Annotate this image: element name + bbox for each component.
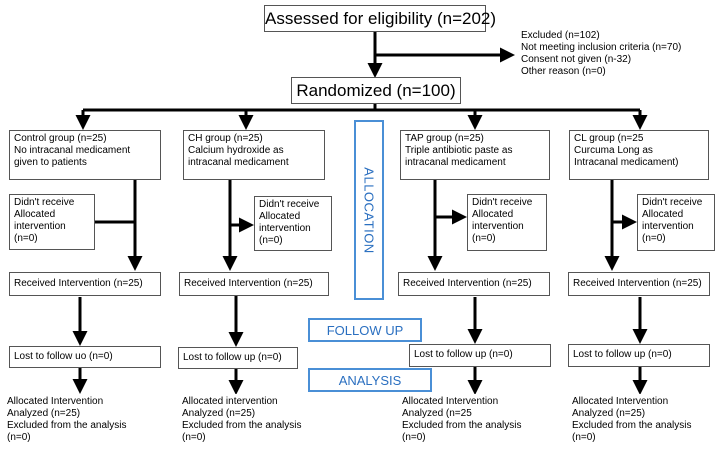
control-didnt-receive-box: Didn't receive Allocated intervention (n… (9, 194, 95, 250)
tap-analysis-box: Allocated Intervention Analyzed (n=25 Ex… (398, 394, 553, 449)
analysis-phase-label: ANALYSIS (308, 368, 432, 392)
control-analysis-box: Allocated Intervention Analyzed (n=25) E… (3, 394, 155, 449)
control-group-box: Control group (n=25) No intracanal medic… (9, 130, 161, 180)
ch-didnt-receive-box: Didn't receive Allocated intervention (n… (254, 196, 332, 251)
control-lost-box: Lost to follow uo (n=0) (9, 346, 161, 368)
cl-didnt-receive-box: Didn't receive Allocated intervention (n… (637, 194, 715, 251)
tap-group-box: TAP group (n=25) Triple antibiotic paste… (400, 130, 550, 180)
randomized-box: Randomized (n=100) (291, 77, 461, 104)
assessed-box: Assessed for eligibility (n=202) (264, 5, 496, 32)
ch-lost-box: Lost to follow up (n=0) (178, 347, 298, 369)
tap-lost-box: Lost to follow up (n=0) (409, 344, 551, 367)
control-received-box: Received Intervention (n=25) (9, 272, 161, 296)
cl-group-box: CL group (n=25 Curcuma Long as Intracana… (569, 130, 709, 180)
ch-group-box: CH group (n=25) Calcium hydroxide as int… (183, 130, 325, 180)
cl-analysis-box: Allocated Intervention Analyzed (n=25) E… (568, 394, 716, 449)
cl-received-box: Received Intervention (n=25) (568, 272, 710, 296)
tap-didnt-receive-box: Didn't receive Allocated intervention (n… (467, 194, 547, 251)
follow-up-phase-label: FOLLOW UP (308, 318, 422, 342)
allocation-phase-label: ALLOCATION (354, 120, 384, 300)
cl-lost-box: Lost to follow up (n=0) (568, 344, 710, 367)
excluded-box: Excluded (n=102) Not meeting inclusion c… (515, 28, 715, 82)
ch-received-box: Received Intervention (n=25) (179, 272, 329, 296)
ch-analysis-box: Allocated intervention Analyzed (n=25) E… (178, 394, 330, 449)
tap-received-box: Received Intervention (n=25) (398, 272, 550, 296)
allocation-phase-text: ALLOCATION (361, 166, 377, 254)
